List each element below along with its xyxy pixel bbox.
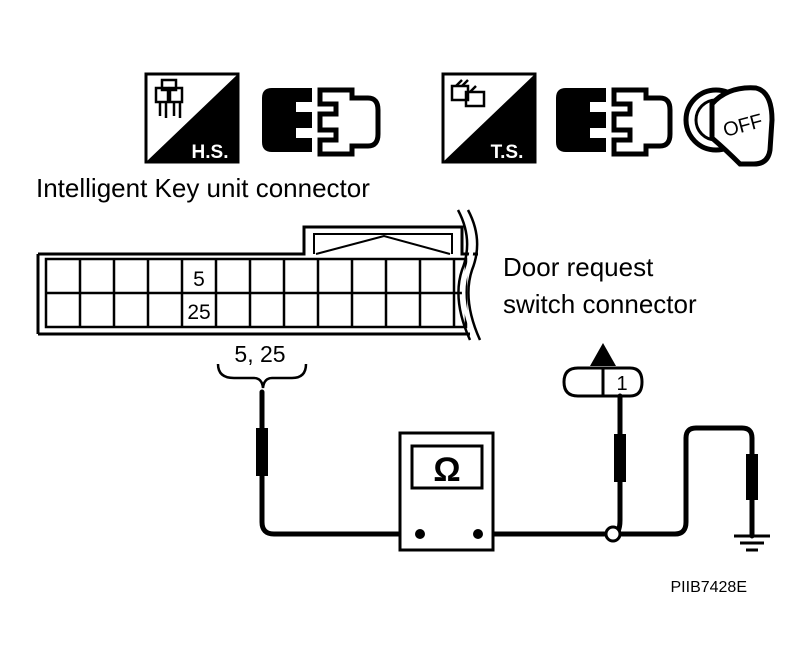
door-switch-connector: 1 [562, 343, 644, 398]
harness-side-icon: H.S. [144, 72, 240, 164]
harness-side-label: H.S. [192, 142, 229, 163]
connector-pair-icon-2 [556, 87, 673, 157]
meter-terminal-left [415, 529, 425, 539]
junction-point [604, 525, 622, 543]
terminal-5-label: 5 [193, 268, 205, 291]
terminal-pair-label: 5, 25 [234, 341, 285, 367]
door-terminal-1-label: 1 [616, 373, 627, 395]
terminal-side-label: T.S. [491, 142, 524, 163]
ignition-key-icon: OFF [683, 85, 775, 167]
terminal-side-icon: T.S. [441, 72, 537, 164]
probe-tip-door [614, 434, 626, 482]
connector-pair-icon [262, 87, 381, 157]
door-switch-title-line1: Door request [503, 252, 654, 282]
ground-icon [734, 534, 770, 552]
diagram-code: PIIB7428E [671, 579, 748, 596]
intelligent-key-connector [36, 209, 482, 341]
terminal-25-label: 25 [187, 301, 210, 324]
intelligent-key-connector-title: Intelligent Key unit connector [36, 173, 370, 203]
ohm-symbol: Ω [433, 451, 460, 489]
harness-plug-icon [154, 78, 184, 118]
probe-tip-ground [746, 454, 758, 500]
test-wiring [259, 389, 755, 539]
terminal-brace [216, 363, 308, 389]
meter-terminal-right [473, 529, 483, 539]
terminal-plug-icon [450, 79, 486, 108]
door-switch-title-line2: switch connector [503, 289, 697, 319]
probe-tip-left [256, 428, 268, 476]
ohmmeter: Ω [398, 431, 495, 552]
